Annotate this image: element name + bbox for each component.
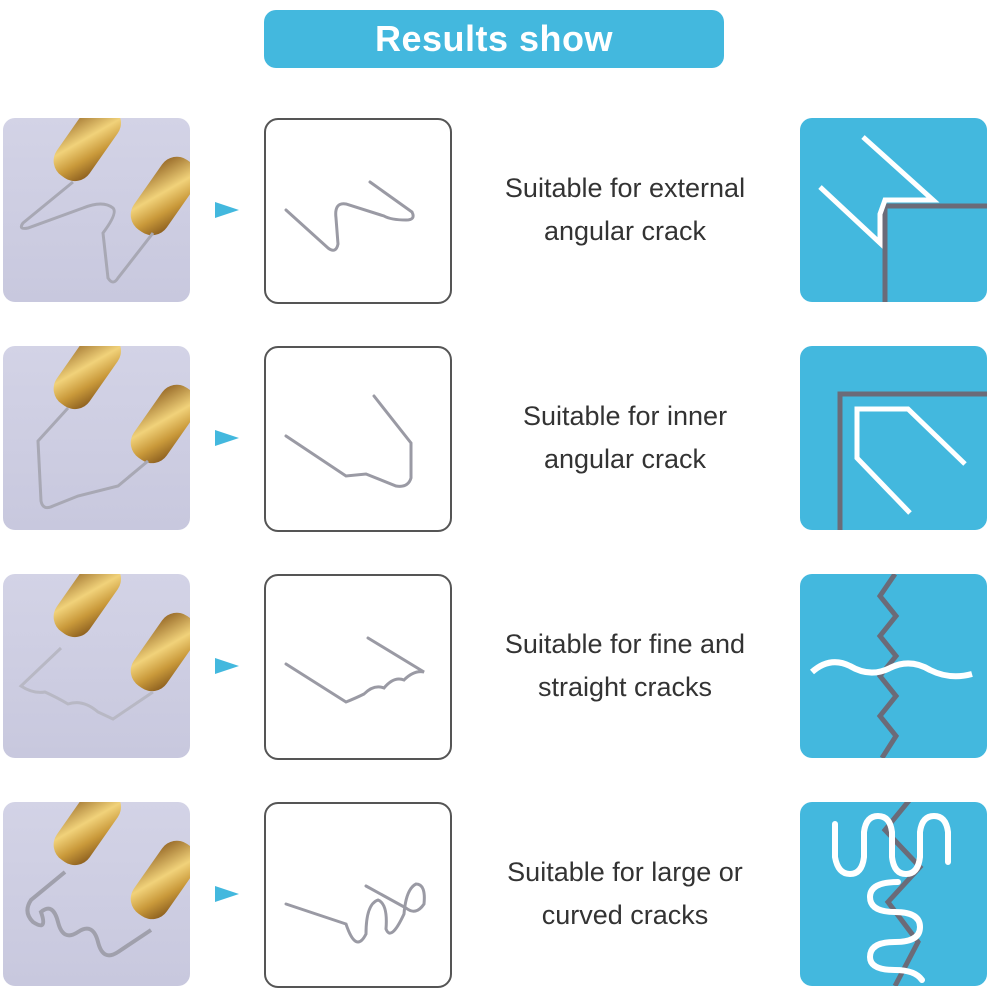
description: Suitable for external angular crack <box>480 118 770 302</box>
curved-crack-icon <box>800 802 987 986</box>
brass-electrode-icon <box>53 802 190 920</box>
description-line-1: Suitable for fine and <box>504 629 746 659</box>
welder-photo-v-clip <box>3 346 190 530</box>
external-angular-crack-icon <box>800 118 987 302</box>
row-external-angular: Suitable for external angular crack <box>0 118 1000 304</box>
clip-image-v <box>264 346 452 532</box>
row-straight: Suitable for fine and straight cracks <box>0 574 1000 760</box>
description: Suitable for large or curved cracks <box>480 802 770 986</box>
row-curved: Suitable for large or curved cracks <box>0 802 1000 988</box>
straight-crack-icon <box>800 574 987 758</box>
clip-image-wave <box>264 118 452 304</box>
arrow-right-icon <box>215 658 239 674</box>
brass-electrode-icon <box>53 118 190 236</box>
description-line-2: straight cracks <box>537 672 713 702</box>
description-line-2: curved cracks <box>541 900 709 930</box>
arrow-right-icon <box>215 202 239 218</box>
description-line-2: angular crack <box>543 216 707 246</box>
description: Suitable for inner angular crack <box>480 346 770 530</box>
description: Suitable for fine and straight cracks <box>480 574 770 758</box>
description-line-1: Suitable for inner <box>522 401 728 431</box>
results-show-banner: Results show <box>264 10 724 68</box>
description-line-2: angular crack <box>543 444 707 474</box>
clip-image-flat-wave <box>264 574 452 760</box>
welder-photo-flat-wave-clip <box>3 574 190 758</box>
row-inner-angular: Suitable for inner angular crack <box>0 346 1000 532</box>
banner-title: Results show <box>374 18 614 59</box>
brass-electrode-icon <box>53 574 190 692</box>
arrow-right-icon <box>215 886 239 902</box>
clip-image-s-wave <box>264 802 452 988</box>
inner-angular-crack-icon <box>800 346 987 530</box>
welder-photo-wave-clip <box>3 118 190 302</box>
brass-electrode-icon <box>53 346 190 464</box>
description-line-1: Suitable for large or <box>507 857 743 887</box>
arrow-right-icon <box>215 430 239 446</box>
description-line-1: Suitable for external <box>504 173 746 203</box>
welder-photo-s-wave-clip <box>3 802 190 986</box>
